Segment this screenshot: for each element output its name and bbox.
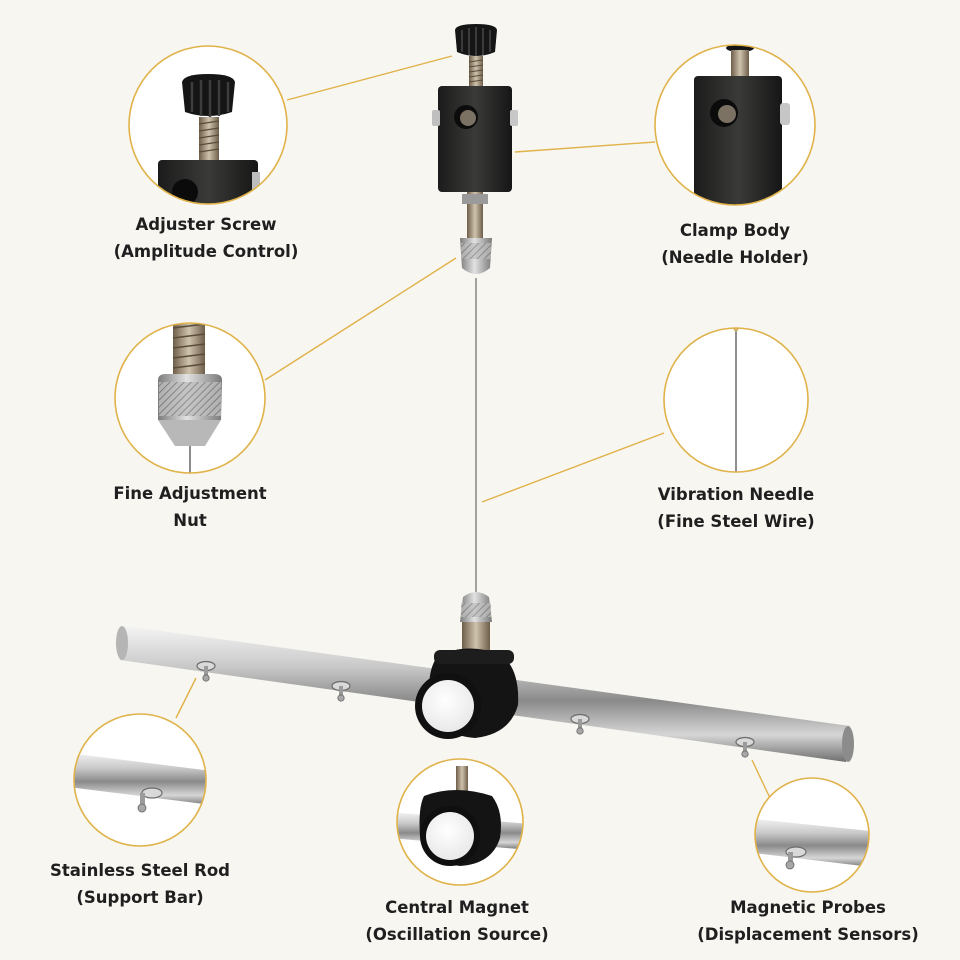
label-central-magnet-line2: (Oscillation Source) <box>365 925 549 944</box>
label-magnetic-probes: Magnetic Probes (Displacement Sensors) <box>697 894 919 948</box>
leader-probes <box>751 759 771 799</box>
label-central-magnet-line1: Central Magnet <box>385 898 529 917</box>
fine-adjustment-nut <box>460 238 492 274</box>
adjuster-screw <box>455 24 497 88</box>
callout-circle-adjuster-screw <box>128 45 288 205</box>
label-adjuster-screw-line2: (Amplitude Control) <box>113 242 299 261</box>
leader-steel-rod <box>175 677 197 719</box>
label-clamp-body: Clamp Body (Needle Holder) <box>661 217 809 271</box>
leader-needle <box>481 432 665 503</box>
label-adjuster-screw-line1: Adjuster Screw <box>135 215 277 234</box>
label-fine-adjustment-nut-line2: Nut <box>173 511 207 530</box>
label-fine-adjustment-nut: Fine Adjustment Nut <box>113 480 266 534</box>
central-magnet <box>415 648 519 739</box>
callout-circle-steel-rod <box>73 713 207 847</box>
label-adjuster-screw: Adjuster Screw (Amplitude Control) <box>114 211 299 265</box>
apparatus <box>116 24 854 762</box>
label-steel-rod-line2: (Support Bar) <box>76 888 204 907</box>
label-magnetic-probes-line2: (Displacement Sensors) <box>697 925 919 944</box>
label-fine-adjustment-nut-line1: Fine Adjustment <box>113 484 267 503</box>
label-clamp-body-line1: Clamp Body <box>679 221 791 240</box>
label-steel-rod-line1: Stainless Steel Rod <box>50 861 230 880</box>
label-vibration-needle-line2: (Fine Steel Wire) <box>657 512 815 531</box>
label-vibration-needle-line1: Vibration Needle <box>657 485 815 504</box>
callout-circle-magnetic-probe <box>754 777 870 893</box>
callout-circle-vibration-needle <box>663 327 809 473</box>
leader-fine-nut <box>264 257 457 381</box>
label-central-magnet: Central Magnet (Oscillation Source) <box>365 894 548 948</box>
label-clamp-body-line2: (Needle Holder) <box>661 248 809 267</box>
label-vibration-needle: Vibration Needle (Fine Steel Wire) <box>657 481 814 535</box>
leader-clamp-body <box>514 141 656 153</box>
clamp-body <box>432 86 518 192</box>
label-steel-rod: Stainless Steel Rod (Support Bar) <box>50 857 230 911</box>
leader-adjuster-screw <box>286 55 453 101</box>
callout-circle-central-magnet <box>396 758 524 886</box>
callout-circle-fine-adjustment-nut <box>114 322 266 474</box>
callout-circle-clamp-body <box>654 44 816 206</box>
leader-lines <box>175 55 771 799</box>
label-magnetic-probes-line1: Magnetic Probes <box>730 898 886 917</box>
